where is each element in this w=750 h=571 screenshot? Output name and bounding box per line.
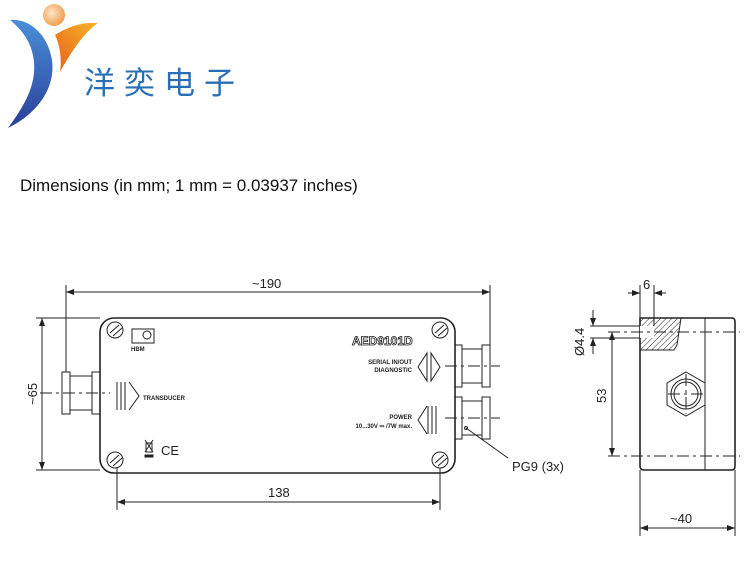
model-label: AED9101D [352,334,413,348]
page-title: Dimensions (in mm; 1 mm = 0.03937 inches… [20,176,358,195]
company-logo: 洋奕电子 [8,4,244,129]
cable-gland-hex [666,371,706,417]
connector-note: PG9 (3x) [512,459,564,474]
connector-right-power [445,396,500,440]
side-view: 6 Ø4.4 53 ~40 [572,277,740,536]
power-label: POWER [389,415,412,421]
transducer-label: TRANSDUCER [143,396,186,402]
dim-side-hole-spacing: 53 [594,389,609,403]
side-outline [639,317,736,471]
transducer-arrow-icon [116,381,140,411]
power-spec: 10...30V ⎓ /7W max. [356,424,413,430]
hbm-logo: HBM [131,328,155,353]
weee-icon [144,439,154,458]
dim-depth: ~40 [670,511,692,526]
company-name: 洋奕电子 [84,66,244,101]
dim-height: ~65 [25,383,40,405]
dim-hole-diameter: Ø4.4 [572,328,587,356]
screw-icon [106,321,449,469]
serial-label: SERIAL IN/OUT [368,360,412,366]
dim-hole-spacing: 138 [268,485,290,500]
serial-arrows-icon [417,351,441,383]
svg-text:HBM: HBM [131,347,145,353]
dim-length: ~190 [252,276,281,291]
connector-right-serial [445,344,500,388]
power-arrow-icon [417,405,437,435]
dim-offset: 6 [643,277,650,292]
diagnostic-label: DIAGNOSTIC [374,368,412,374]
connector-left [40,371,110,415]
ce-mark: CE [161,443,179,458]
front-view: HBM TRANSDUCER CE AED9101D SERIAL IN/OUT… [25,276,564,510]
